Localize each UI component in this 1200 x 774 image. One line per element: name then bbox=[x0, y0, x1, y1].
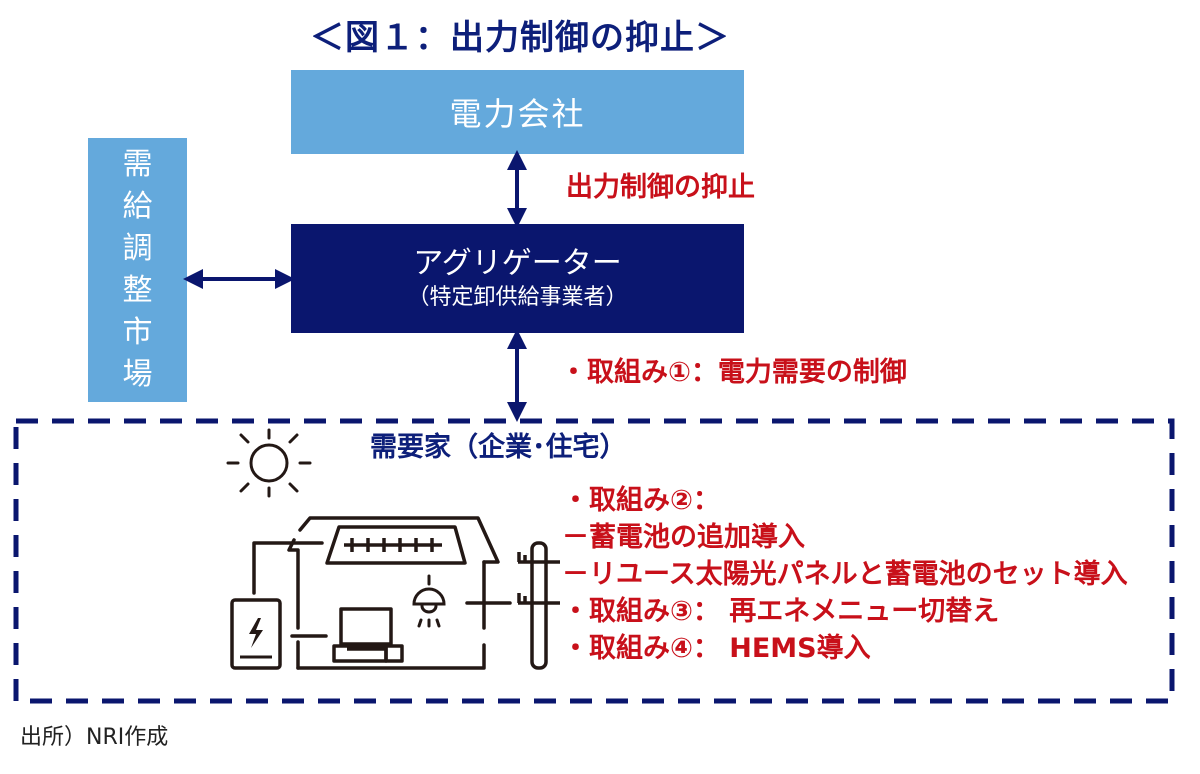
market-label-char: 整 bbox=[122, 273, 153, 308]
initiative-2-item-battery: －蓄電池の追加導入 bbox=[562, 522, 805, 553]
market-label-char: 市 bbox=[122, 315, 153, 350]
market-label-char: 給 bbox=[122, 189, 153, 224]
ceiling-lamp-icon bbox=[412, 574, 446, 628]
balancing-market-node: 需 給 調 整 市 場 bbox=[88, 138, 187, 402]
edge-label-curtailment-suppression: 出力制御の抑止 bbox=[566, 172, 755, 203]
initiative-2-heading: ・取組み②： bbox=[562, 485, 720, 516]
house-icon bbox=[252, 516, 512, 670]
figure-title: ＜図１：出力制御の抑止＞ bbox=[310, 18, 730, 58]
market-label-char: 需 bbox=[122, 147, 153, 182]
consumer-label: 需要家（企業･住宅） bbox=[370, 432, 627, 463]
computer-icon bbox=[332, 607, 404, 663]
market-label-char: 場 bbox=[122, 357, 153, 392]
utility-company-node: 電力会社 bbox=[291, 70, 744, 154]
initiative-2-item-reuse-solar: －リユース太陽光パネルと蓄電池のセット導入 bbox=[562, 559, 1128, 590]
source-note: 出所）NRI作成 bbox=[20, 725, 169, 750]
edge-label-initiative-1: ・取組み①：電力需要の制御 bbox=[560, 357, 907, 388]
battery-icon bbox=[230, 598, 282, 670]
aggregator-node: アグリゲーター （特定卸供給事業者） bbox=[291, 224, 744, 333]
sun-icon bbox=[226, 428, 312, 498]
initiative-4: ・取組み④： HEMS導入 bbox=[562, 633, 871, 664]
solar-panel-icon bbox=[325, 525, 467, 565]
aggregator-label: アグリゲーター bbox=[413, 245, 622, 281]
market-label-char: 調 bbox=[122, 231, 153, 266]
utility-pole-icon bbox=[517, 541, 560, 670]
initiative-3: ・取組み③： 再エネメニュー切替え bbox=[562, 596, 1000, 627]
initiatives-list: ・取組み②： －蓄電池の追加導入 －リユース太陽光パネルと蓄電池のセット導入 ・… bbox=[562, 482, 1128, 667]
consumer-boundary bbox=[13, 418, 1175, 704]
aggregator-sublabel: （特定卸供給事業者） bbox=[407, 284, 628, 310]
utility-company-label: 電力会社 bbox=[449, 95, 586, 133]
